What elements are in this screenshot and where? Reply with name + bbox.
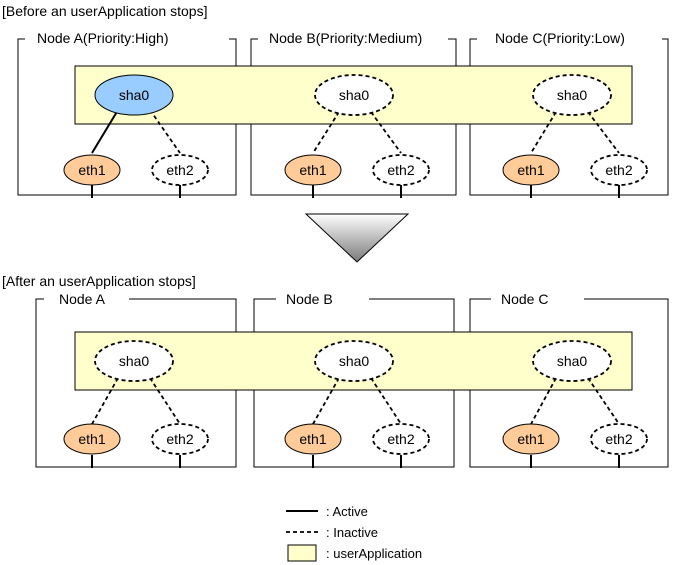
before-sha0-c — [532, 74, 612, 116]
before-sha0-c-label: sha0 — [557, 87, 588, 103]
legend-inactive-label: : Inactive — [326, 525, 378, 540]
before-b-inactive-link-2 — [370, 111, 402, 154]
legend-userapp-label: : userApplication — [326, 546, 422, 561]
before-eth2-c — [590, 154, 648, 186]
before-a-active-link — [91, 109, 119, 154]
before-node-a-frame — [17, 38, 237, 196]
after-eth2-c-label: eth2 — [605, 431, 632, 447]
before-eth2-b — [372, 154, 430, 186]
after-eth2-a — [151, 423, 209, 455]
after-eth2-a-label: eth2 — [166, 431, 193, 447]
after-eth1-b — [284, 423, 342, 455]
after-node-b-frame — [253, 298, 455, 468]
before-title: [Before an userApplication stops] — [2, 3, 207, 19]
after-eth1-a — [63, 423, 121, 455]
before-c-inactive-link-2 — [587, 111, 620, 154]
after-node-a-frame — [35, 298, 237, 468]
before-b-inactive-link-1 — [312, 111, 340, 154]
before-eth1-a — [63, 154, 121, 186]
before-eth2-a-label: eth2 — [166, 162, 193, 178]
before-node-b-frame — [250, 38, 457, 196]
after-eth2-b — [372, 423, 430, 455]
legend-userapp-swatch — [287, 544, 317, 562]
before-c-inactive-link-1 — [530, 111, 557, 154]
after-eth1-a-label: eth1 — [78, 431, 105, 447]
before-eth1-b-label: eth1 — [299, 162, 326, 178]
before-node-b-label: Node B(Priority:Medium) — [269, 30, 422, 46]
transition-arrow-icon — [304, 213, 410, 263]
before-eth1-b — [284, 154, 342, 186]
before-eth1-c — [502, 154, 560, 186]
before-sha0-b-label: sha0 — [339, 87, 370, 103]
before-sha0-a-label: sha0 — [119, 87, 150, 103]
before-node-c-label: Node C(Priority:Low) — [495, 30, 625, 46]
after-sha0-a — [94, 340, 174, 382]
after-eth1-b-label: eth1 — [299, 431, 326, 447]
before-sha0-a — [94, 74, 174, 116]
after-eth2-c — [590, 423, 648, 455]
after-sha0-a-label: sha0 — [119, 353, 150, 369]
after-eth1-c — [502, 423, 560, 455]
before-sha0-b — [314, 74, 394, 116]
after-sha0-b-label: sha0 — [339, 353, 370, 369]
before-eth2-a — [151, 154, 209, 186]
legend: : Active : Inactive : userApplication — [286, 504, 422, 562]
after-eth1-c-label: eth1 — [517, 431, 544, 447]
before-eth2-c-label: eth2 — [605, 162, 632, 178]
after-node-c-frame — [469, 298, 669, 468]
after-sha0-c-label: sha0 — [557, 353, 588, 369]
after-node-c-label: Node C — [501, 291, 548, 307]
before-eth2-b-label: eth2 — [387, 162, 414, 178]
before-a-inactive-link — [149, 109, 181, 154]
before-eth1-c-label: eth1 — [517, 162, 544, 178]
after-sha0-b — [314, 340, 394, 382]
after-node-b-label: Node B — [286, 291, 333, 307]
before-eth1-a-label: eth1 — [78, 162, 105, 178]
before-node-a-label: Node A(Priority:High) — [37, 30, 169, 46]
after-sha0-c — [532, 340, 612, 382]
after-node-a-label: Node A — [59, 291, 106, 307]
after-eth2-b-label: eth2 — [387, 431, 414, 447]
before-node-c-frame — [469, 38, 669, 196]
legend-active-label: : Active — [326, 504, 368, 519]
after-title: [After an userApplication stops] — [2, 273, 196, 289]
